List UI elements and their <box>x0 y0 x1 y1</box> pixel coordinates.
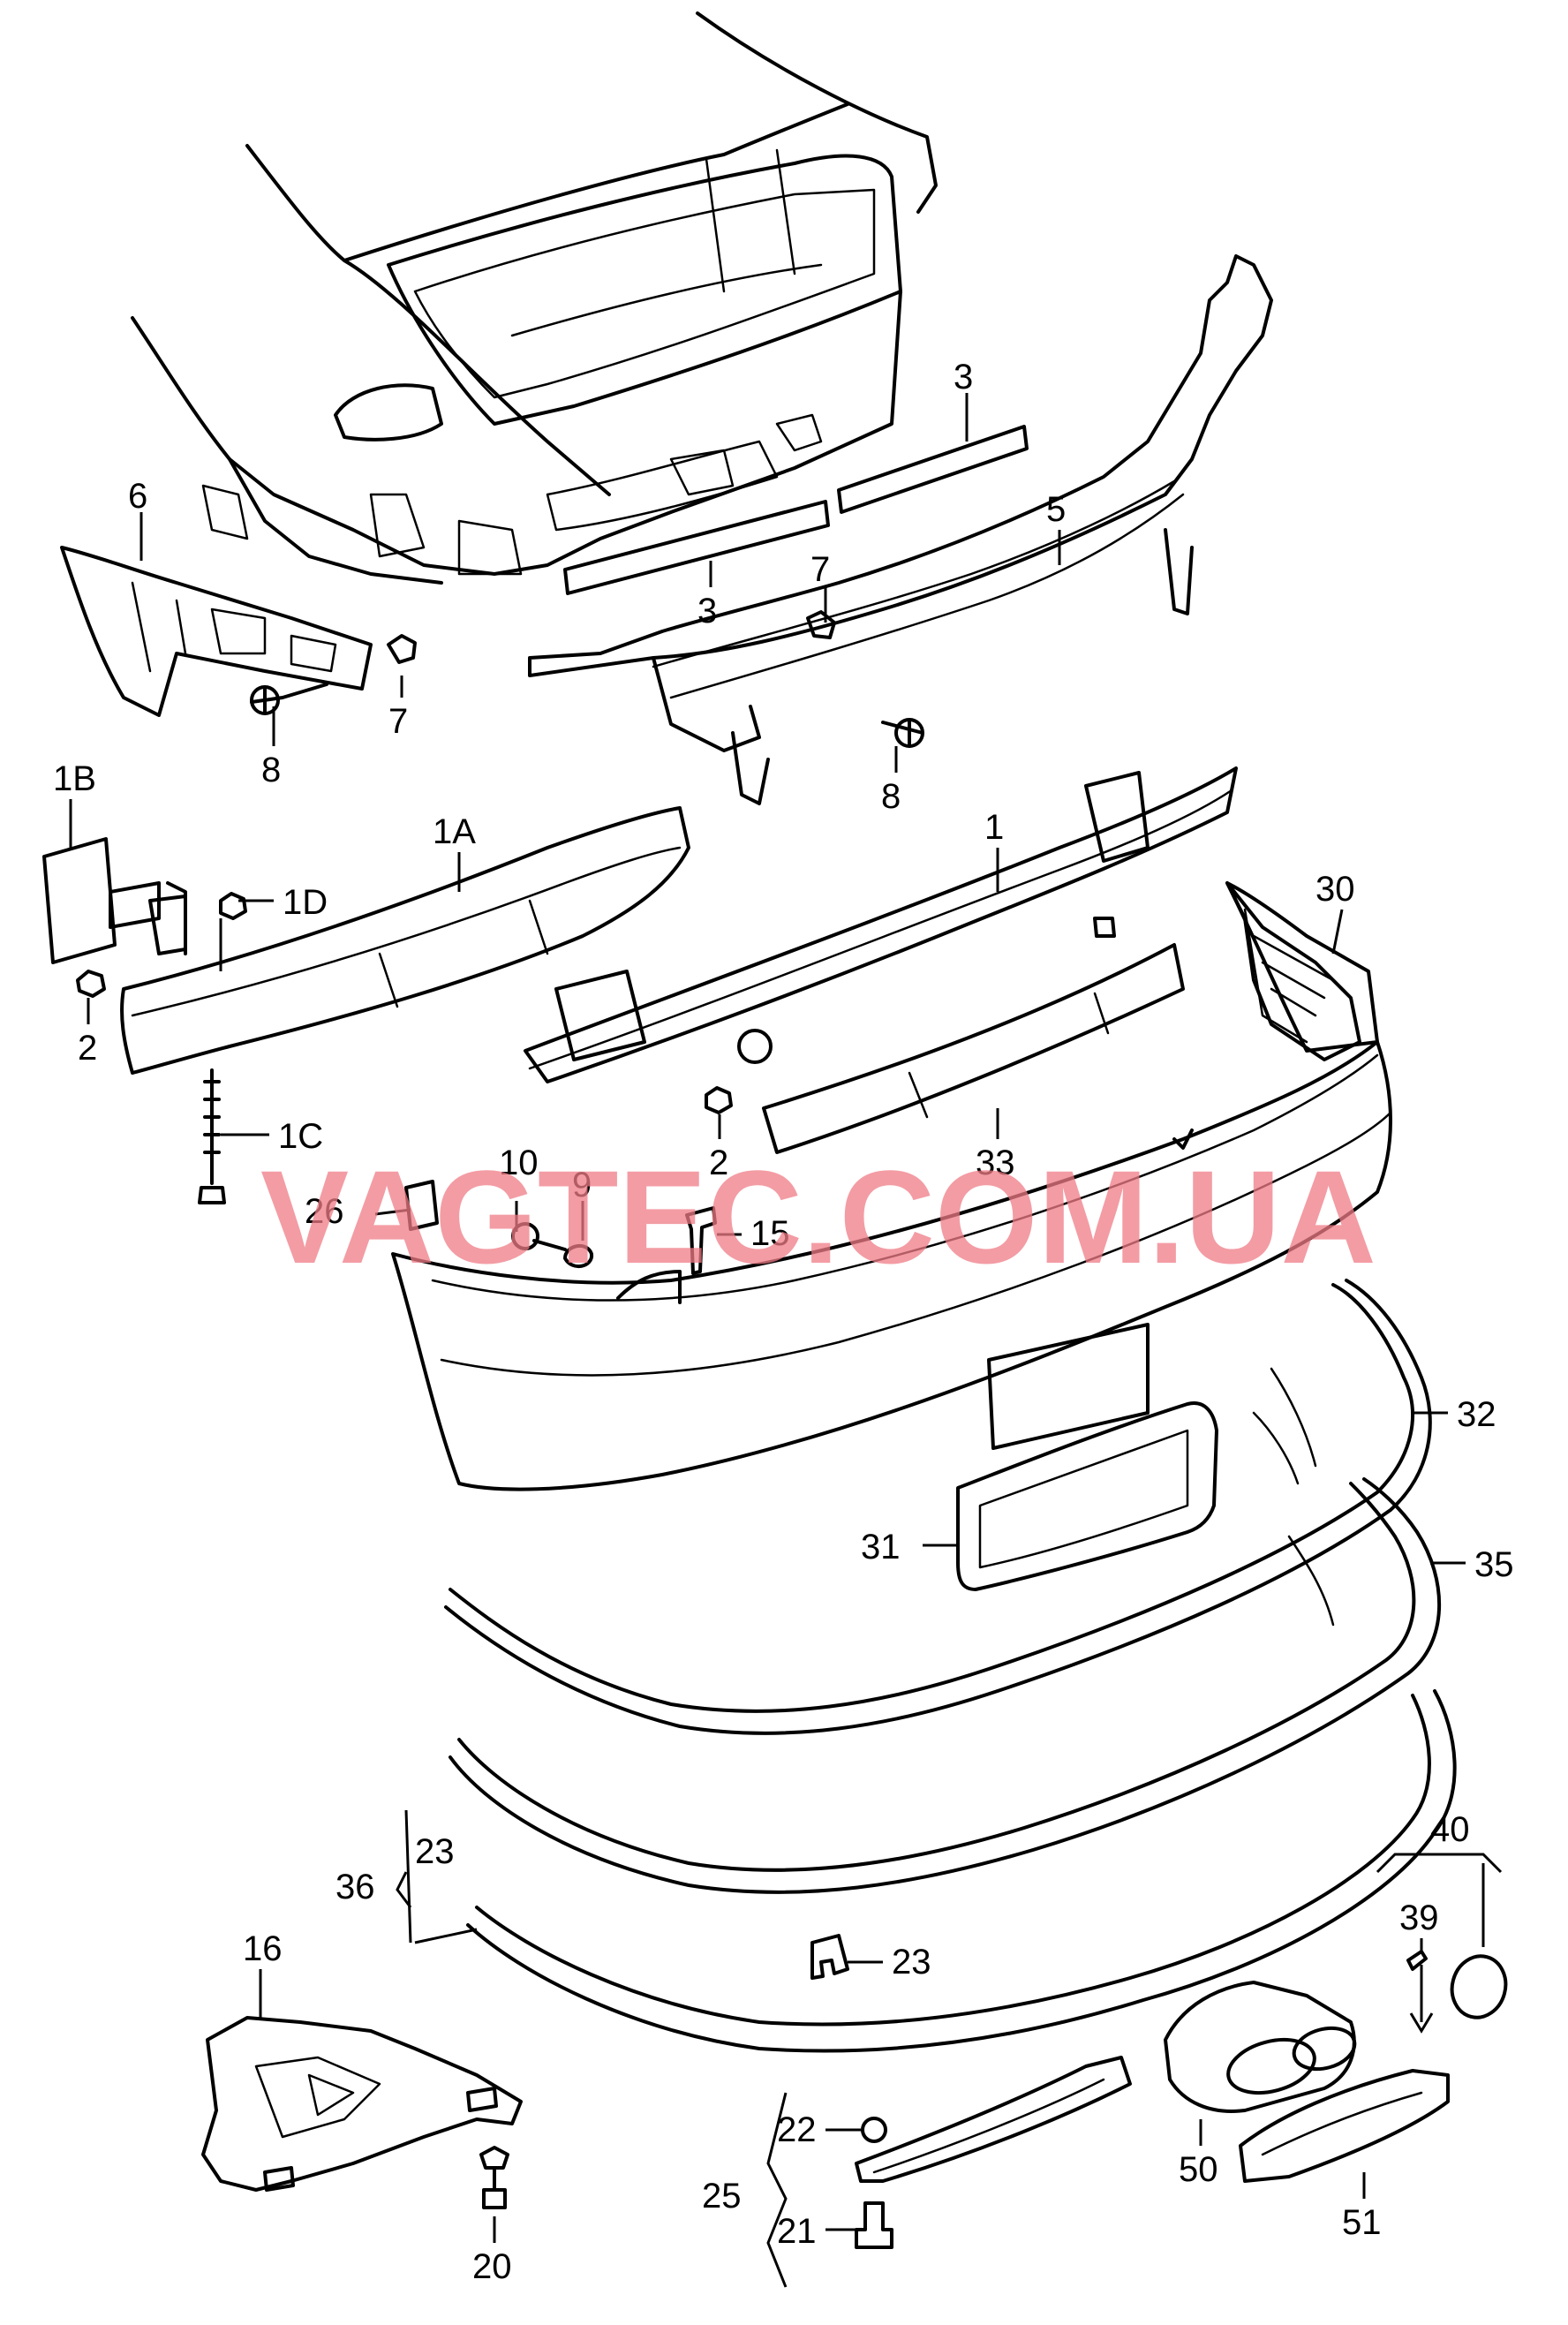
callout-labels: 3 3 5 6 7 7 8 8 1B 1A 1 30 1D 2 1C 2 33 … <box>53 358 1514 2286</box>
callout-10: 10 <box>499 1144 539 1182</box>
bumper-cover <box>391 881 1392 1491</box>
callout-36: 36 <box>335 1868 375 1906</box>
callout-8: 8 <box>881 777 901 816</box>
callout-5: 5 <box>1046 490 1066 529</box>
watermark-text: VAGTEC.COM.UA <box>260 1143 1376 1291</box>
callout-33: 33 <box>976 1144 1015 1182</box>
callout-31: 31 <box>861 1528 901 1566</box>
part-32-trim <box>444 1279 1432 1735</box>
leader-lines <box>69 393 1503 2288</box>
part-1A-carrier <box>120 806 690 1075</box>
part-20-screw <box>479 2146 509 2209</box>
callout-40: 40 <box>1430 1810 1470 1849</box>
callout-7: 7 <box>810 550 830 589</box>
nuts-and-bolt <box>76 892 733 1204</box>
callout-1C: 1C <box>278 1117 323 1156</box>
callout-16: 16 <box>243 1929 283 1968</box>
callout-15: 15 <box>750 1214 790 1253</box>
callout-25: 25 <box>702 2177 742 2216</box>
part-16-bracket <box>201 2016 523 2192</box>
callout-30: 30 <box>1315 870 1355 909</box>
callout-2: 2 <box>78 1029 97 1068</box>
callout-39: 39 <box>1399 1898 1439 1937</box>
callout-8: 8 <box>261 751 281 789</box>
part-1B-mount <box>42 837 187 964</box>
part-6-bracket <box>60 546 373 717</box>
part-36-lower-trim <box>466 1689 1457 2053</box>
callout-35: 35 <box>1474 1545 1514 1584</box>
part-25-bracket <box>855 2056 1132 2249</box>
callout-7: 7 <box>388 702 408 741</box>
callout-6: 6 <box>128 477 147 516</box>
callout-9: 9 <box>572 1166 592 1204</box>
callout-26: 26 <box>305 1192 344 1231</box>
part-31-plate-bracket <box>956 1401 1218 1591</box>
part-33-reinforcement <box>762 943 1185 1154</box>
part-39-40-cap <box>1406 1950 1508 2034</box>
bumper-fasteners <box>404 1180 717 1275</box>
part-1-bumper-bar <box>524 766 1238 1083</box>
callout-1D: 1D <box>283 883 328 922</box>
callout-22: 22 <box>777 2110 817 2149</box>
part-3-strips <box>563 425 1029 595</box>
fastener-clips-and-bolts <box>250 610 924 748</box>
callout-1A: 1A <box>433 812 476 851</box>
callout-2: 2 <box>709 1144 728 1182</box>
callout-51: 51 <box>1342 2203 1382 2242</box>
callout-32: 32 <box>1457 1395 1496 1434</box>
part-23-clip <box>810 1934 849 1980</box>
callout-3: 3 <box>697 592 717 630</box>
car-body-rear <box>131 11 938 585</box>
part-50-51-exhaust <box>1164 1981 1450 2183</box>
callout-23: 23 <box>415 1832 455 1871</box>
callout-1B: 1B <box>53 759 96 798</box>
part-35-trim <box>449 1477 1441 1894</box>
callout-23: 23 <box>892 1943 931 1982</box>
callout-1: 1 <box>984 808 1004 847</box>
callout-50: 50 <box>1179 2150 1218 2189</box>
callout-3: 3 <box>954 358 973 396</box>
callout-20: 20 <box>472 2247 512 2286</box>
callout-21: 21 <box>777 2212 817 2251</box>
